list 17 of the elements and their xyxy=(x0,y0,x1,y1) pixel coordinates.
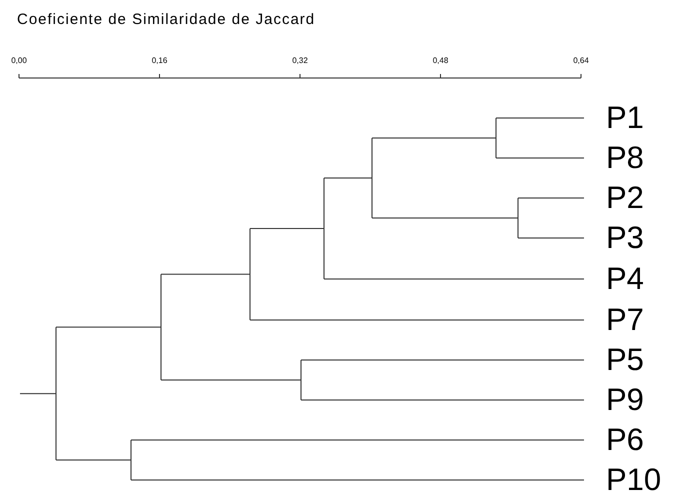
leaf-label: P3 xyxy=(584,221,644,255)
leaf-label: P5 xyxy=(584,343,644,377)
leaf-label: P6 xyxy=(584,423,644,457)
leaf-label: P1 xyxy=(584,101,644,135)
chart-title: Coeficiente de Similaridade de Jaccard xyxy=(17,12,316,27)
leaf-label: P4 xyxy=(584,262,644,296)
leaf-label: P7 xyxy=(584,303,644,337)
branch-line xyxy=(324,278,584,280)
tick-label: 0,48 xyxy=(432,57,448,65)
tick-label: 0,00 xyxy=(11,57,27,65)
leaf-label: P8 xyxy=(584,141,644,175)
leaf-label: P2 xyxy=(584,181,644,215)
tick-label: 0,32 xyxy=(292,57,308,65)
leaf-label: P10 xyxy=(584,463,662,497)
tick-label: 0,16 xyxy=(152,57,168,65)
tick-label: 0,64 xyxy=(573,57,589,65)
leaf-label: P9 xyxy=(584,383,644,417)
